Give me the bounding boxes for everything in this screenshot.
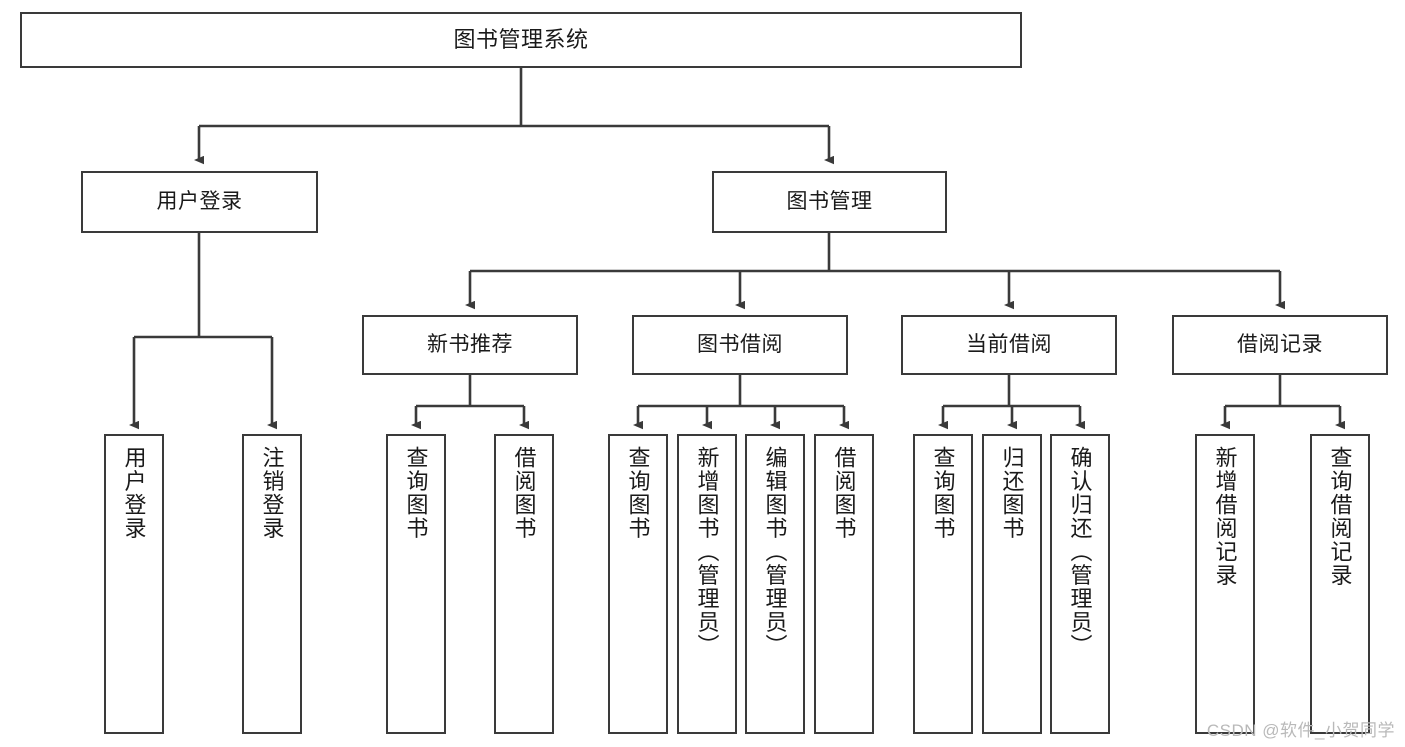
node-label: 图书管理系统 xyxy=(453,27,589,53)
leaf-borrow-add-book-admin[interactable]: 新增图书（管理员） xyxy=(677,434,737,734)
leaf-record-query-borrow-record[interactable]: 查询借阅记录 xyxy=(1310,434,1370,734)
node-label: 新增借阅记录 xyxy=(1212,446,1238,587)
node-book-borrowing[interactable]: 图书借阅 xyxy=(632,315,848,375)
node-borrowing-record[interactable]: 借阅记录 xyxy=(1172,315,1388,375)
node-label: 借阅图书 xyxy=(511,446,537,540)
node-book-management-system[interactable]: 图书管理系统 xyxy=(20,12,1022,68)
node-current-borrowing[interactable]: 当前借阅 xyxy=(901,315,1117,375)
leaf-user-login[interactable]: 用户登录 xyxy=(104,434,164,734)
leaf-borrow-edit-book-admin[interactable]: 编辑图书（管理员） xyxy=(745,434,805,734)
node-label: 图书管理 xyxy=(786,189,873,213)
leaf-current-query-book[interactable]: 查询图书 xyxy=(913,434,973,734)
leaf-current-confirm-return-admin[interactable]: 确认归还（管理员） xyxy=(1050,434,1110,734)
node-label: 查询图书 xyxy=(625,446,651,540)
node-user-login[interactable]: 用户登录 xyxy=(81,171,318,233)
node-label: 编辑图书（管理员） xyxy=(762,446,788,658)
node-label: 归还图书 xyxy=(999,446,1025,540)
leaf-record-add-borrow-record[interactable]: 新增借阅记录 xyxy=(1195,434,1255,734)
node-book-management[interactable]: 图书管理 xyxy=(712,171,947,233)
node-label: 当前借阅 xyxy=(966,332,1052,356)
node-label: 查询借阅记录 xyxy=(1327,446,1353,587)
leaf-new-book-query-book[interactable]: 查询图书 xyxy=(386,434,446,734)
node-label: 借阅图书 xyxy=(831,446,857,540)
leaf-current-return-book[interactable]: 归还图书 xyxy=(982,434,1042,734)
watermark-text: CSDN @软件_小贺同学 xyxy=(1206,721,1395,740)
node-label: 查询图书 xyxy=(403,446,429,540)
node-label: 新增图书（管理员） xyxy=(694,446,720,658)
node-label: 确认归还（管理员） xyxy=(1067,446,1093,658)
leaf-borrow-query-book[interactable]: 查询图书 xyxy=(608,434,668,734)
leaf-new-book-borrow-book[interactable]: 借阅图书 xyxy=(494,434,554,734)
node-label: 查询图书 xyxy=(930,446,956,540)
node-label: 注销登录 xyxy=(259,446,285,540)
node-label: 新书推荐 xyxy=(427,332,513,356)
node-new-book-recommendation[interactable]: 新书推荐 xyxy=(362,315,578,375)
leaf-logout[interactable]: 注销登录 xyxy=(242,434,302,734)
node-label: 用户登录 xyxy=(121,446,147,540)
leaf-borrow-borrow-book[interactable]: 借阅图书 xyxy=(814,434,874,734)
node-label: 图书借阅 xyxy=(697,332,783,356)
node-label: 借阅记录 xyxy=(1237,332,1323,356)
node-label: 用户登录 xyxy=(156,189,243,213)
